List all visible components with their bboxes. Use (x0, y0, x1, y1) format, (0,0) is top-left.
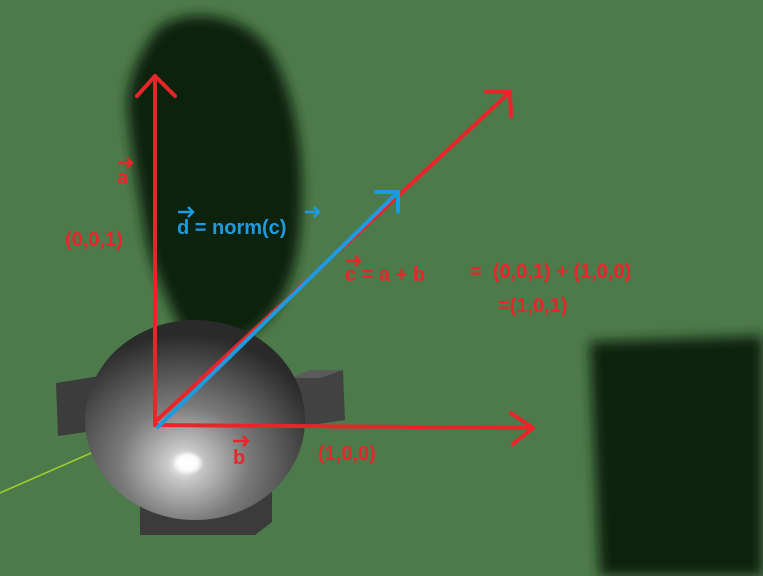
svg-text:d = norm(c): d = norm(c) (177, 217, 286, 239)
sphere (85, 320, 305, 520)
specular-highlight (172, 451, 204, 475)
svg-text:= (0,0,1) + (1,0,0): = (0,0,1) + (1,0,0) (470, 261, 631, 283)
vector-a-arrow (135, 74, 177, 427)
vector-d-arrow (156, 190, 400, 429)
label-eq-c: c = a + b = (0,0,1) + (1,0,0) =(1,0,1) (345, 255, 631, 317)
label-coord-b: (1,0,0) (318, 443, 376, 465)
svg-text:a: a (117, 167, 129, 189)
label-vec-a: a (117, 157, 134, 189)
label-coord-a: (0,0,1) (65, 229, 123, 251)
right-block-top (290, 370, 343, 378)
svg-text:b: b (233, 447, 245, 469)
label-vec-b: b (233, 435, 250, 469)
object-shadow (127, 15, 302, 346)
svg-text:=(1,0,1): =(1,0,1) (498, 295, 567, 317)
svg-text:c = a + b: c = a + b (345, 264, 425, 286)
wall-shadow (590, 336, 763, 576)
robot-object (56, 320, 345, 535)
label-eq-d: d = norm(c) (177, 206, 321, 239)
vector-b-arrow (153, 411, 535, 446)
